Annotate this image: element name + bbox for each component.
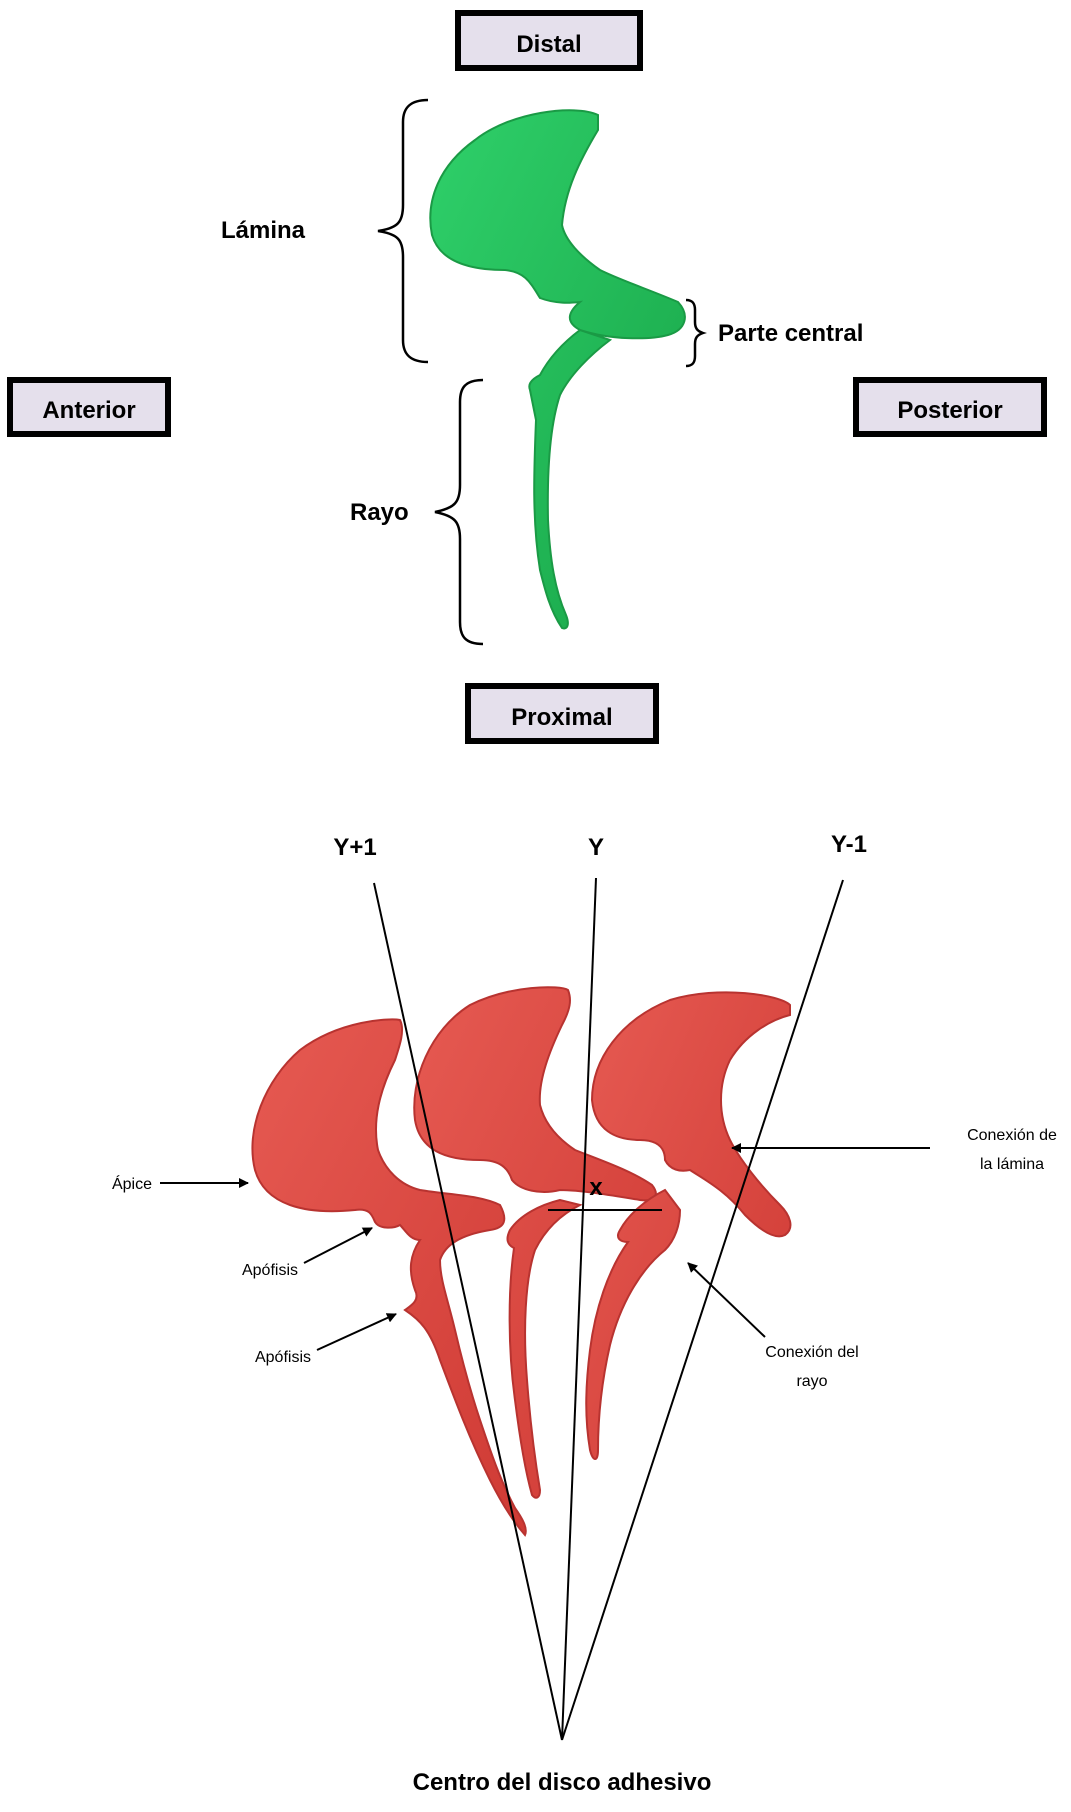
anterior-label: Anterior (42, 397, 135, 424)
distal-box: Distal (458, 13, 640, 68)
label-y-minus-1: Y-1 (831, 831, 867, 858)
rayo-label: Rayo (350, 499, 409, 526)
apofisis-label-1: Apófisis (242, 1262, 298, 1279)
posterior-box: Posterior (856, 380, 1044, 434)
label-y-plus-1: Y+1 (333, 834, 376, 861)
proximal-box: Proximal (468, 686, 656, 741)
lamina-brace (378, 100, 428, 362)
rayo-brace (435, 380, 483, 644)
distal-label: Distal (516, 31, 581, 58)
apofisis-arrow-1 (304, 1228, 372, 1263)
posterior-label: Posterior (897, 397, 1002, 424)
parte-central-brace (686, 300, 703, 366)
lamina-label: Lámina (221, 217, 306, 244)
conexion-lamina-label-2: la lámina (980, 1156, 1044, 1173)
parte-central-label: Parte central (718, 320, 863, 347)
apice-label: Ápice (112, 1174, 152, 1193)
angle-x-label: x (589, 1174, 603, 1201)
apofisis-label-2: Apófisis (255, 1349, 311, 1366)
apofisis-arrow-2 (317, 1314, 396, 1350)
anterior-box: Anterior (10, 380, 168, 434)
centro-disco-label: Centro del disco adhesivo (413, 1769, 712, 1796)
green-lamella-shape (430, 110, 685, 628)
label-y: Y (588, 834, 604, 861)
conexion-rayo-label-2: rayo (796, 1373, 827, 1390)
conexion-rayo-label-1: Conexión del (765, 1344, 858, 1361)
conexion-rayo-arrow (688, 1263, 765, 1337)
conexion-lamina-label-1: Conexión de (967, 1127, 1057, 1144)
red-lamellae-group (252, 987, 790, 1535)
red-lamella-right (586, 992, 790, 1459)
proximal-label: Proximal (511, 704, 612, 731)
